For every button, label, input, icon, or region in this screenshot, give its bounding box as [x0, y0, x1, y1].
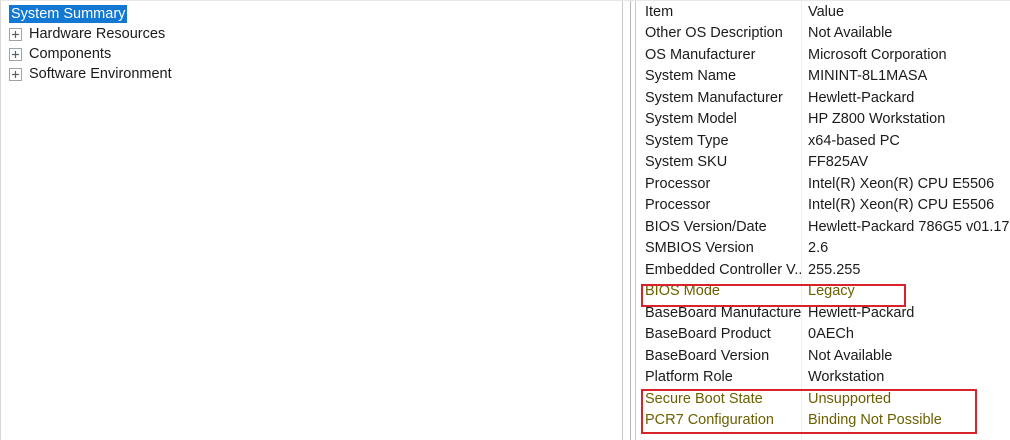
- detail-row[interactable]: BaseBoard Manufacturer Hewlett-Packard: [637, 302, 1010, 324]
- detail-item-cell: BIOS Mode: [645, 283, 720, 300]
- detail-row[interactable]: PCR7 Configuration Binding Not Possible: [637, 410, 1010, 432]
- detail-row[interactable]: System Type x64-based PC: [637, 130, 1010, 152]
- splitter-line-left: [630, 1, 631, 440]
- detail-value-cell: Not Available: [808, 347, 893, 364]
- expand-plus-icon[interactable]: [9, 27, 22, 41]
- detail-row[interactable]: Processor Intel(R) Xeon(R) CPU E5506: [637, 173, 1010, 195]
- detail-value-cell: x64-based PC: [808, 132, 900, 149]
- detail-row[interactable]: BIOS Version/Date Hewlett-Packard 786G5 v…: [637, 216, 1010, 238]
- detail-item-cell: BaseBoard Product: [645, 326, 771, 343]
- detail-header-row[interactable]: Item Value: [637, 1, 1010, 23]
- detail-item-cell: System Manufacturer: [645, 89, 783, 106]
- detail-item-cell: Embedded Controller V...: [645, 261, 801, 278]
- detail-item-cell: System Type: [645, 132, 729, 149]
- detail-row[interactable]: Processor Intel(R) Xeon(R) CPU E5506: [637, 195, 1010, 217]
- tree-item-components[interactable]: Components: [1, 44, 622, 64]
- detail-value-cell: Hewlett-Packard: [808, 304, 915, 321]
- pane-splitter[interactable]: [623, 1, 637, 440]
- tree-item-software-environment[interactable]: Software Environment: [1, 64, 622, 84]
- detail-item-cell: OS Manufacturer: [645, 46, 756, 63]
- detail-value-cell: Hewlett-Packard: [808, 89, 915, 106]
- detail-row[interactable]: System Name MININT-8L1MASA: [637, 66, 1010, 88]
- detail-row[interactable]: Other OS Description Not Available: [637, 23, 1010, 45]
- detail-item-cell: Secure Boot State: [645, 390, 763, 407]
- detail-value-cell: Workstation: [808, 369, 885, 386]
- detail-item-cell: SMBIOS Version: [645, 240, 754, 257]
- detail-item-cell: System Model: [645, 111, 737, 128]
- detail-row[interactable]: OS Manufacturer Microsoft Corporation: [637, 44, 1010, 66]
- detail-value-cell: 255.255: [808, 261, 861, 278]
- detail-row[interactable]: System Model HP Z800 Workstation: [637, 109, 1010, 131]
- detail-row[interactable]: Embedded Controller V... 255.255: [637, 259, 1010, 281]
- detail-item-cell: Other OS Description: [645, 25, 783, 42]
- detail-value-cell: Not Available: [808, 25, 893, 42]
- detail-row[interactable]: Secure Boot State Unsupported: [637, 388, 1010, 410]
- detail-row[interactable]: BIOS Mode Legacy: [637, 281, 1010, 303]
- column-header-item[interactable]: Item: [645, 3, 674, 20]
- detail-value-cell: MININT-8L1MASA: [808, 68, 928, 85]
- tree-item-hardware-resources[interactable]: Hardware Resources: [1, 24, 622, 44]
- detail-row[interactable]: System SKU FF825AV: [637, 152, 1010, 174]
- detail-item-cell: BIOS Version/Date: [645, 218, 767, 235]
- detail-value-cell: HP Z800 Workstation: [808, 111, 946, 128]
- detail-item-cell: System Name: [645, 68, 737, 85]
- tree-item-label: Components: [29, 46, 112, 62]
- detail-value-cell: Unsupported: [808, 390, 892, 407]
- tree-item-label: System Summary: [9, 5, 128, 23]
- detail-item-cell: PCR7 Configuration: [645, 412, 774, 429]
- detail-item-cell: System SKU: [645, 154, 728, 171]
- tree-item-label: Software Environment: [29, 66, 172, 82]
- detail-row[interactable]: System Manufacturer Hewlett-Packard: [637, 87, 1010, 109]
- splitter-line-right: [635, 1, 636, 440]
- tree-item-label: Hardware Resources: [29, 26, 166, 42]
- detail-item-cell: BaseBoard Manufacturer: [645, 304, 801, 321]
- detail-value-cell: FF825AV: [808, 154, 869, 171]
- detail-item-cell: Processor: [645, 197, 711, 214]
- detail-value-cell: Intel(R) Xeon(R) CPU E5506: [808, 175, 995, 192]
- column-separator: [801, 1, 802, 440]
- expand-plus-icon[interactable]: [9, 67, 22, 81]
- detail-value-cell: Hewlett-Packard 786G5 v01.17, 8/: [808, 218, 1010, 235]
- detail-item-cell: BaseBoard Version: [645, 347, 770, 364]
- detail-value-cell: Intel(R) Xeon(R) CPU E5506: [808, 197, 995, 214]
- detail-row[interactable]: SMBIOS Version 2.6: [637, 238, 1010, 260]
- detail-row[interactable]: Platform Role Workstation: [637, 367, 1010, 389]
- column-header-value[interactable]: Value: [808, 3, 845, 20]
- detail-item-cell: Processor: [645, 175, 711, 192]
- detail-value-cell: 0AECh: [808, 326, 854, 343]
- detail-item-cell: Platform Role: [645, 369, 733, 386]
- expand-plus-icon[interactable]: [9, 47, 22, 61]
- detail-value-cell: Legacy: [808, 283, 855, 300]
- detail-row[interactable]: BaseBoard Version Not Available: [637, 345, 1010, 367]
- detail-row[interactable]: BaseBoard Product 0AECh: [637, 324, 1010, 346]
- detail-value-cell: Binding Not Possible: [808, 412, 942, 429]
- detail-value-cell: Microsoft Corporation: [808, 46, 947, 63]
- detail-value-cell: 2.6: [808, 240, 829, 257]
- tree-item-system-summary[interactable]: System Summary: [1, 4, 622, 24]
